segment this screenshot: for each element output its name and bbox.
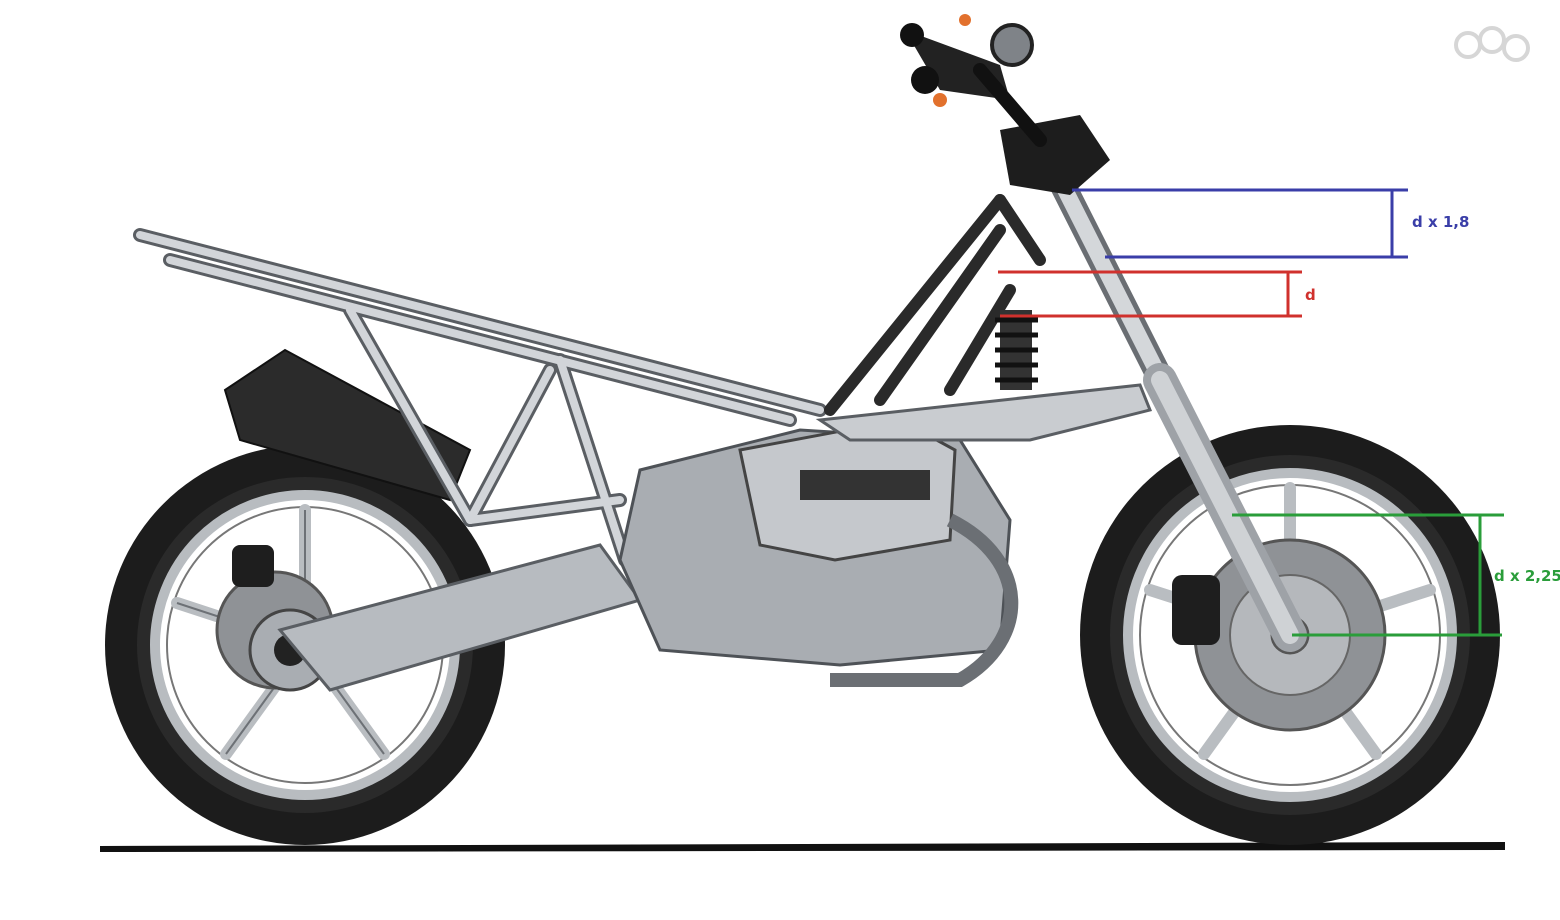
measure-shock-mount [998,270,1302,318]
front-fork [1032,137,1307,652]
handlebar-assembly [900,14,1110,195]
telelever-a-arm [815,383,1153,442]
brake-reservoir [990,23,1034,67]
exhaust-header [830,513,1019,687]
ground-line [100,842,1505,852]
measure-shock-mount-label: d [1305,286,1316,304]
rear-shock-spring [995,310,1038,390]
measure-front-wheel-label: d x 2,25 [1494,567,1560,585]
measure-steering-head-label: d x 1,8 [1412,213,1469,231]
site-logo-icon [1454,26,1530,62]
front-brake-caliper [1172,575,1220,645]
measure-steering-head [1072,188,1408,259]
front-frame [824,194,1046,416]
rear-brake-caliper [232,545,274,587]
exhaust-muffler [223,348,472,502]
measure-front-wheel [1232,513,1504,637]
